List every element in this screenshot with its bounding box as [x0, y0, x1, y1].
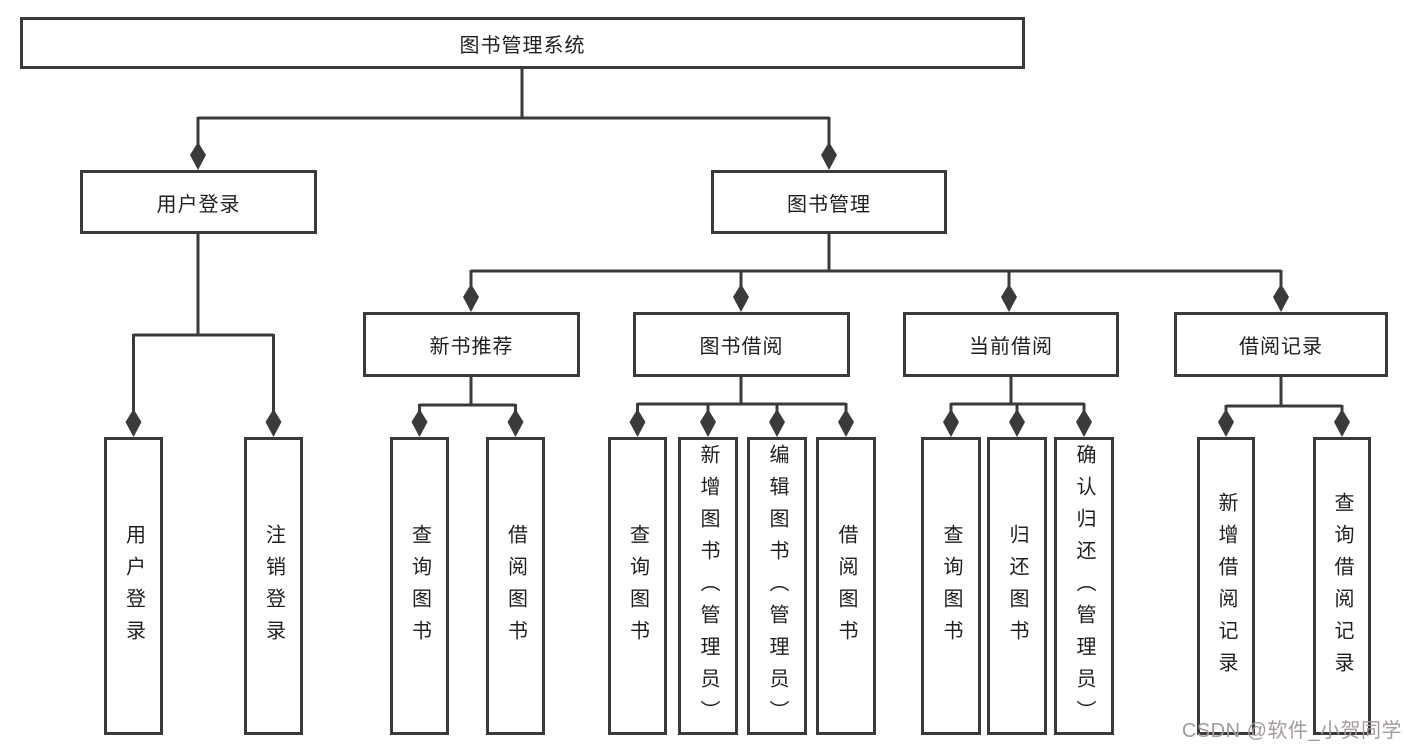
leaf-query-books-borrowing: 查询图书 [608, 437, 667, 735]
node-current-borrowing: 当前借阅 [903, 312, 1119, 377]
leaf-label: 注销登录 [262, 524, 285, 652]
leaf-label: 借阅图书 [504, 524, 527, 652]
node-user-login: 用户登录 [80, 170, 317, 234]
leaf-label: 新增图书（管理员） [697, 444, 719, 732]
leaf-add-borrow-record: 新增借阅记录 [1197, 437, 1255, 735]
leaf-edit-book-admin: 编辑图书（管理员） [747, 437, 807, 735]
leaf-label: 查询图书 [408, 524, 431, 652]
leaf-borrow-books-borrowing: 借阅图书 [816, 437, 876, 735]
node-label: 图书管理系统 [459, 34, 586, 57]
leaf-return-books: 归还图书 [987, 437, 1047, 735]
node-book-borrowing: 图书借阅 [633, 312, 850, 377]
node-library-management-system: 图书管理系统 [20, 17, 1025, 69]
leaf-label: 编辑图书（管理员） [766, 444, 788, 732]
leaf-label: 查询图书 [940, 524, 962, 652]
leaf-label: 新增借阅记录 [1215, 492, 1237, 684]
leaf-label: 归还图书 [1006, 524, 1028, 652]
leaf-label: 确认归还（管理员） [1073, 444, 1095, 732]
node-label: 借阅记录 [1239, 336, 1323, 358]
node-label: 当前借阅 [969, 336, 1053, 358]
leaf-confirm-return-admin: 确认归还（管理员） [1054, 437, 1114, 735]
leaf-logout: 注销登录 [244, 437, 303, 735]
node-label: 图书借阅 [699, 336, 784, 358]
leaf-query-borrow-record: 查询借阅记录 [1313, 437, 1371, 735]
leaf-user-login: 用户登录 [104, 437, 163, 735]
leaf-borrow-books-recommend: 借阅图书 [486, 437, 545, 735]
leaf-label: 借阅图书 [835, 524, 857, 652]
leaf-add-book-admin: 新增图书（管理员） [678, 437, 738, 735]
leaf-query-books-recommend: 查询图书 [390, 437, 449, 735]
node-book-management: 图书管理 [711, 170, 947, 234]
node-label: 用户登录 [156, 193, 241, 216]
node-new-book-recommendation: 新书推荐 [363, 312, 580, 377]
node-label: 图书管理 [787, 193, 871, 216]
leaf-label: 查询借阅记录 [1331, 492, 1353, 684]
node-borrowing-records: 借阅记录 [1174, 312, 1388, 377]
arrowhead-group [125, 142, 1350, 437]
watermark: CSDN @软件_小贺同学 [1181, 720, 1402, 742]
leaf-label: 用户登录 [122, 524, 145, 652]
leaf-query-books-current: 查询图书 [921, 437, 981, 735]
leaf-label: 查询图书 [626, 524, 649, 652]
node-label: 新书推荐 [429, 336, 514, 358]
